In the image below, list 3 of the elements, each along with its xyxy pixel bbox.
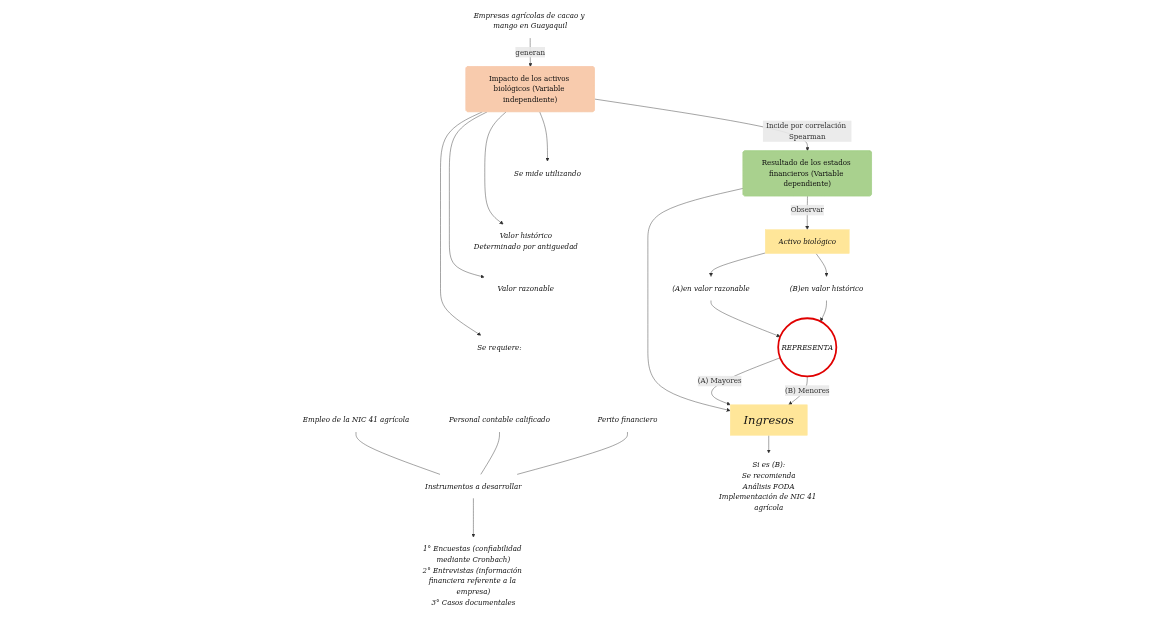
- node-circle: [777, 317, 838, 378]
- node-box: [730, 404, 808, 436]
- node-box: [765, 229, 850, 254]
